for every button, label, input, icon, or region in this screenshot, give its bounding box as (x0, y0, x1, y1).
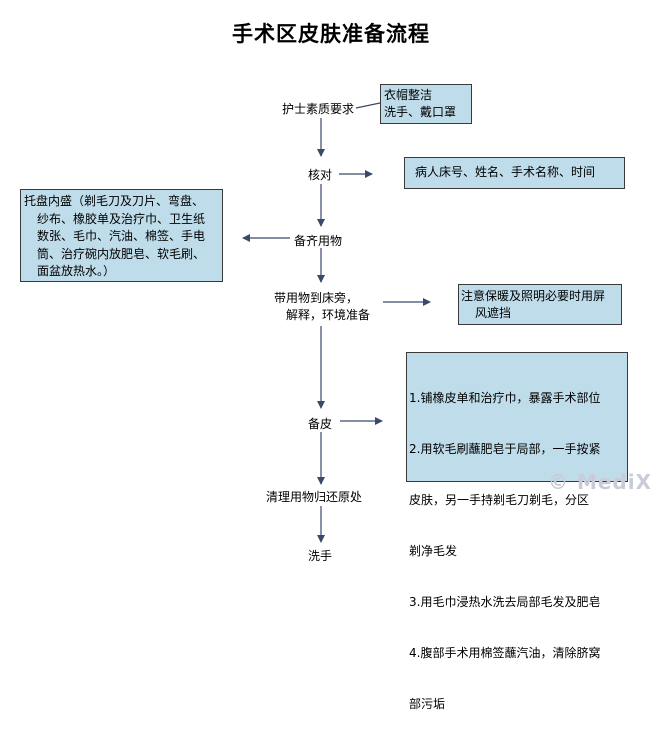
page-title: 手术区皮肤准备流程 (232, 22, 430, 46)
box-skin-prep-line: 部污垢 (409, 697, 446, 711)
box-skin-prep-steps: 1.铺橡皮单和治疗巾，暴露手术部位 2.用软毛刷蘸肥皂于局部，一手按紧 皮肤，另… (406, 352, 628, 711)
box-privacy: 注意保暖及照明必要时用屏 风遮挡 (458, 284, 622, 325)
box-skin-prep-line: 剃净毛发 (409, 544, 458, 558)
flow-arrows (242, 102, 431, 543)
box-attire: 衣帽整洁 洗手、戴口罩 (380, 84, 472, 124)
watermark: © MediX (548, 470, 653, 494)
box-attire-line: 衣帽整洁 (384, 88, 433, 102)
box-tray-line: 面盆放热水。） (37, 264, 116, 278)
box-tray-line: 纱布、橡胶单及治疗巾、卫生纸 (37, 211, 206, 226)
step-prepare-supplies: 备齐用物 (294, 234, 343, 248)
box-skin-prep-line: 1.铺橡皮单和治疗巾，暴露手术部位 (409, 391, 601, 405)
box-skin-prep-line: 4.腹部手术用棉签蘸汽油，清除脐窝 (409, 646, 601, 660)
step-wash-hands: 洗手 (308, 549, 333, 563)
box-tray-line: 托盘内盛（剃毛刀及刀片、弯盘、 (24, 194, 205, 208)
box-privacy-line: 风遮挡 (475, 306, 512, 320)
box-tray-contents: 托盘内盛（剃毛刀及刀片、弯盘、 纱布、橡胶单及治疗巾、卫生纸 数张、毛巾、汽油、… (20, 189, 223, 282)
box-privacy-line: 注意保暖及照明必要时用屏 (461, 289, 606, 303)
step-skin-prep: 备皮 (308, 417, 333, 431)
box-skin-prep-line: 3.用毛巾浸热水洗去局部毛发及肥皂 (409, 595, 601, 609)
connector-attire (355, 102, 381, 109)
step-bedside-line2: 解释，环境准备 (286, 308, 371, 322)
step-verify: 核对 (308, 168, 333, 182)
box-tray-line: 筒、治疗碗内放肥皂、软毛刷、 (37, 246, 206, 261)
step-cleanup: 清理用物归还原处 (266, 490, 363, 504)
box-verify-line: 病人床号、姓名、手术名称、时间 (415, 165, 596, 179)
step-nurse-requirements: 护士素质要求 (282, 102, 355, 116)
box-skin-prep-line: 皮肤，另一手持剃毛刀剃毛，分区 (409, 493, 590, 507)
step-bedside-line1: 带用物到床旁， (274, 291, 359, 305)
box-attire-line: 洗手、戴口罩 (384, 105, 457, 119)
box-skin-prep-line: 2.用软毛刷蘸肥皂于局部，一手按紧 (409, 442, 601, 456)
box-verify: 病人床号、姓名、手术名称、时间 (404, 157, 625, 189)
box-tray-line: 数张、毛巾、汽油、棉签、手电 (37, 229, 206, 243)
